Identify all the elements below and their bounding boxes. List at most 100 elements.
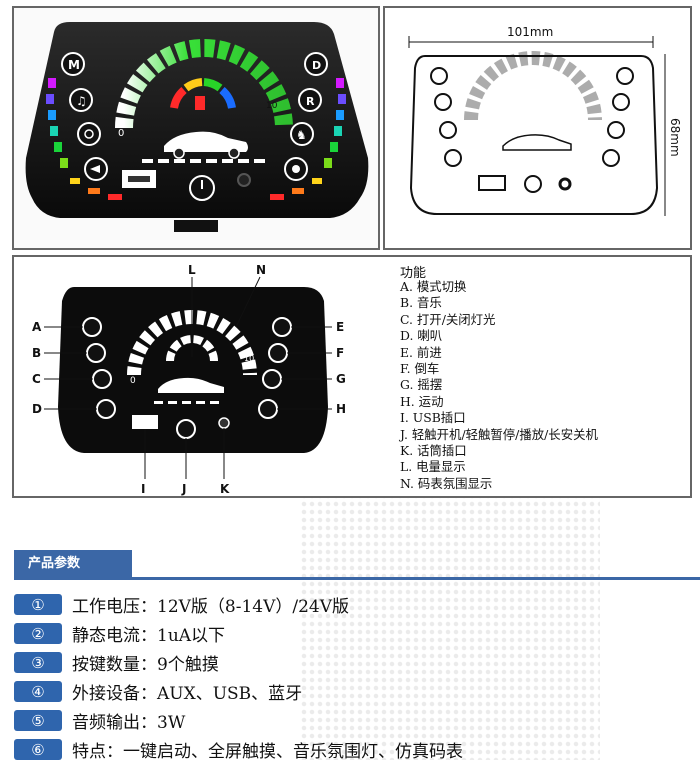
forward-button[interactable]: [304, 52, 328, 76]
dimension-drawing: 101mm 68mm: [408, 25, 682, 216]
battery-segment: [219, 86, 236, 109]
functions-title: 功能: [400, 266, 427, 281]
diagram-usb: [132, 415, 158, 429]
spec-text: 工作电压：12V版（8-14V）/24V版: [72, 597, 350, 617]
sport-icon: [292, 165, 300, 173]
svg-text:R: R: [306, 95, 315, 108]
left-led-strip: [46, 78, 122, 200]
specs-list: ① 工作电压：12V版（8-14V）/24V版 ② 静态电流：1uA以下 ③ 按键数量…: [14, 590, 463, 760]
function-item: G. 摇摆: [400, 377, 443, 393]
swing-button[interactable]: [290, 122, 314, 146]
spec-item: ⑤ 音频输出：3W: [14, 706, 463, 735]
width-dimension-label: 101mm: [507, 25, 553, 39]
spec-text: 音频输出：3W: [72, 713, 186, 733]
function-item: J. 轻触开机/轻触暂停/播放/长安关机: [400, 426, 598, 442]
car-outline-icon: [502, 134, 572, 151]
speed-gauge-arc: [115, 39, 293, 129]
spec-number-badge: ②: [14, 623, 62, 644]
spec-item: ⑥ 特点：一键启动、全屏触摸、音乐氛围灯、仿真码表: [14, 735, 463, 760]
svg-text:0: 0: [130, 376, 136, 386]
spec-item: ② 静态电流：1uA以下: [14, 619, 463, 648]
function-item: L. 电量显示: [400, 459, 466, 475]
spec-number-badge: ④: [14, 681, 62, 702]
height-dimension-label: 68mm: [668, 118, 682, 157]
svg-text:B: B: [32, 346, 41, 360]
svg-text:M: M: [68, 58, 80, 72]
specs-divider: [14, 577, 700, 580]
power-outline: [524, 175, 542, 193]
spec-text: 静态电流：1uA以下: [72, 626, 226, 646]
music-note-icon: ♫: [76, 94, 87, 108]
gauge-max-label: 10: [266, 101, 278, 111]
diagram-power-button: [176, 419, 196, 439]
labeled-diagram-panel: 0 10 A B C D E F G H: [12, 255, 692, 498]
spec-item: ① 工作电压：12V版（8-14V）/24V版: [14, 590, 463, 619]
svg-text:C: C: [32, 372, 41, 386]
music-button[interactable]: [69, 88, 93, 112]
device-outline: [409, 55, 659, 215]
svg-text:K: K: [220, 482, 230, 496]
product-render: 0 10 M ♫ D: [25, 22, 369, 232]
spec-number-badge: ③: [14, 652, 62, 673]
spec-number-badge: ⑤: [14, 710, 62, 731]
light-bulb-icon: [84, 129, 94, 139]
svg-text:A: A: [32, 320, 42, 334]
svg-text:I: I: [141, 482, 145, 496]
spec-number-badge: ⑥: [14, 739, 62, 760]
horn-icon: [90, 165, 100, 173]
svg-text:D: D: [32, 402, 42, 416]
spec-item: ③ 按键数量：9个触摸: [14, 648, 463, 677]
spec-number-badge: ①: [14, 594, 62, 615]
function-item: K. 话筒插口: [400, 443, 467, 459]
function-item: N. 码表氛围显示: [400, 475, 493, 491]
svg-text:E: E: [336, 320, 344, 334]
mic-outline: [558, 177, 572, 191]
mic-port: [237, 173, 251, 187]
spec-text: 特点：一键启动、全屏触摸、音乐氛围灯、仿真码表: [72, 742, 463, 760]
battery-segment: [203, 78, 223, 92]
svg-text:F: F: [336, 346, 344, 360]
battery-segment: [170, 86, 187, 109]
left-button-column: M ♫: [61, 52, 108, 181]
function-item: I. USB插口: [400, 410, 466, 426]
callout-labels: A B C D E F G H I J K L N: [32, 263, 346, 496]
labeled-diagram: 0 10 A B C D E F G H: [32, 263, 346, 496]
svg-text:N: N: [256, 263, 266, 277]
device-connector: [174, 220, 218, 232]
horse-icon: ♞: [296, 128, 307, 142]
function-item: H. 运动: [400, 393, 444, 409]
gauge-outline: [464, 51, 602, 121]
svg-text:H: H: [336, 402, 346, 416]
function-item: A. 模式切换: [400, 279, 467, 294]
function-item: D. 喇叭: [400, 328, 443, 344]
dimension-drawing-panel: 101mm 68mm: [383, 6, 692, 250]
svg-text:10: 10: [244, 354, 254, 363]
reverse-button[interactable]: [298, 88, 322, 112]
svg-text:G: G: [336, 372, 346, 386]
diagram-battery: [166, 335, 218, 362]
function-item: F. 倒车: [400, 361, 440, 377]
function-item: E. 前进: [400, 344, 442, 360]
right-button-column: D R ♞: [284, 52, 328, 181]
spec-item: ④ 外接设备：AUX、USB、蓝牙: [14, 677, 463, 706]
svg-text:D: D: [312, 59, 321, 72]
usb-outline: [478, 175, 506, 191]
gauge-min-label: 0: [118, 128, 124, 139]
product-render-panel: 0 10 M ♫ D: [12, 6, 380, 250]
svg-text:L: L: [188, 263, 196, 277]
dash-indicator-row: [142, 159, 265, 163]
svg-text:J: J: [181, 482, 186, 496]
functions-list: A. 模式切换 B. 音乐 C. 打开/关闭灯光 D. 喇叭 E. 前进 F. …: [400, 279, 598, 492]
fuel-pump-icon: [195, 96, 205, 110]
device-body: [25, 22, 369, 218]
spec-text: 按键数量：9个触摸: [72, 655, 219, 675]
function-item: C. 打开/关闭灯光: [400, 311, 496, 327]
light-button[interactable]: [77, 122, 101, 146]
spec-text: 外接设备：AUX、USB、蓝牙: [72, 684, 303, 704]
car-icon: [164, 131, 248, 152]
right-led-strip: [270, 78, 346, 200]
specs-section-title: 产品参数: [14, 550, 132, 578]
mode-button[interactable]: [61, 52, 85, 76]
battery-segment: [183, 78, 203, 92]
diagram-mic: [218, 417, 230, 429]
